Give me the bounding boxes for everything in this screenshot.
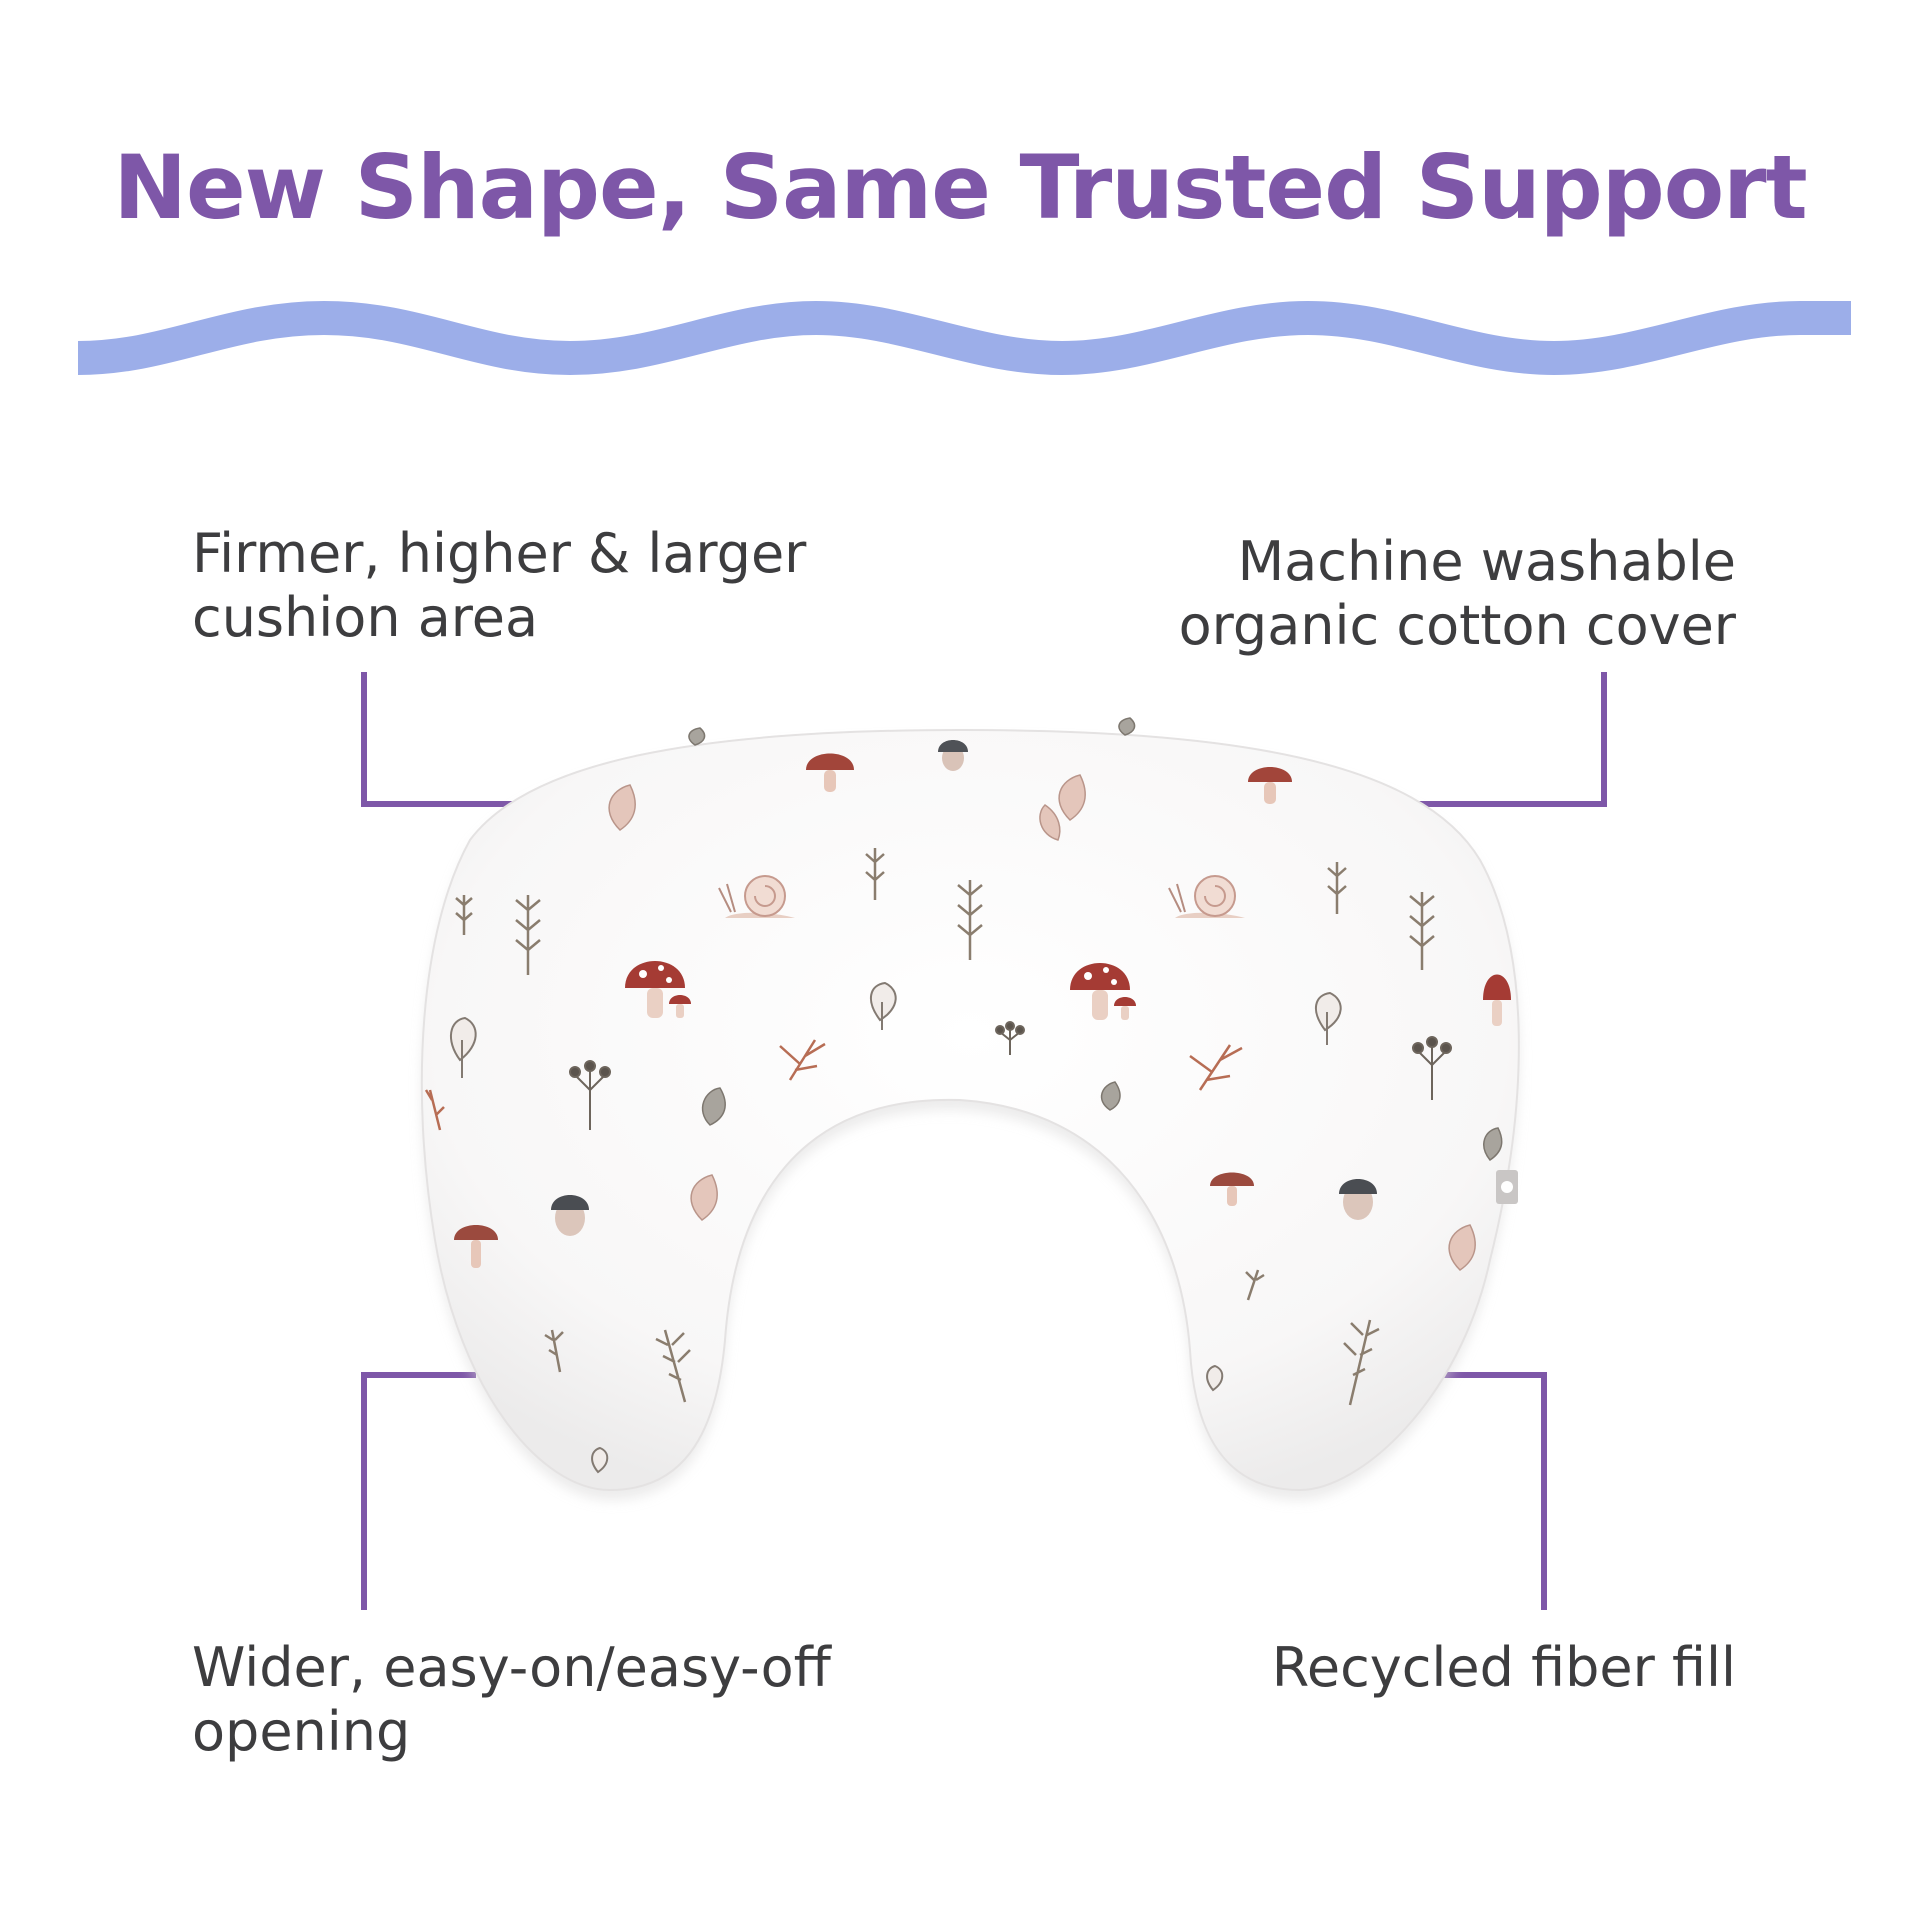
acorn-icon — [938, 740, 968, 771]
feature-recycled-fill: Recycled fiber fill — [1060, 1636, 1736, 1700]
feature-washable-cover: Machine washable organic cotton cover — [1060, 530, 1736, 658]
leaf-spray-icon — [424, 1039, 1243, 1131]
snail-icon — [718, 875, 795, 918]
mushroom-icon — [1070, 963, 1136, 1020]
mushroom-icon — [625, 961, 691, 1018]
acorn-icon — [1339, 1179, 1377, 1220]
mushroom-icon — [1210, 1172, 1254, 1206]
mushroom-icon — [454, 1225, 498, 1268]
callout-lines — [361, 672, 1607, 1610]
feature-cushion-area: Firmer, higher & larger cushion area — [192, 522, 806, 650]
snail-icon — [1168, 875, 1245, 918]
feature-recycled-fill-line1: Recycled fiber fill — [1271, 1636, 1736, 1699]
callout-line-bottom-left — [361, 1372, 476, 1610]
leaf-icon — [688, 717, 1503, 1162]
berry-branch-icon — [569, 1021, 1452, 1130]
feature-cushion-area-line1: Firmer, higher & larger — [192, 522, 807, 585]
pillow-tag — [1496, 1170, 1518, 1204]
feature-wider-opening-line1: Wider, easy-on/easy-off — [192, 1636, 831, 1699]
callout-line-bottom-right — [1434, 1372, 1547, 1610]
feature-cushion-area-line2: cushion area — [192, 586, 539, 649]
pillow-print — [424, 717, 1511, 1474]
feature-washable-cover-line2: organic cotton cover — [1178, 594, 1736, 657]
acorn-icon — [551, 1195, 589, 1236]
page-title: New Shape, Same Trusted Support — [113, 136, 1807, 239]
feature-washable-cover-line1: Machine washable — [1237, 530, 1736, 593]
callout-line-top-left — [361, 672, 520, 807]
feature-wider-opening: Wider, easy-on/easy-off opening — [192, 1636, 831, 1764]
fern-sprig-icon — [455, 848, 1435, 1406]
mushroom-icon — [1248, 767, 1292, 804]
mushroom-icon — [806, 753, 854, 792]
mushroom-icon — [1483, 974, 1511, 1026]
wave-divider — [78, 300, 1851, 376]
leaf-icon — [608, 774, 1476, 1271]
pillow-body — [420, 728, 1520, 1492]
feature-wider-opening-line2: opening — [192, 1700, 411, 1763]
callout-line-top-right — [1418, 672, 1607, 807]
tree-icon — [450, 981, 1342, 1474]
